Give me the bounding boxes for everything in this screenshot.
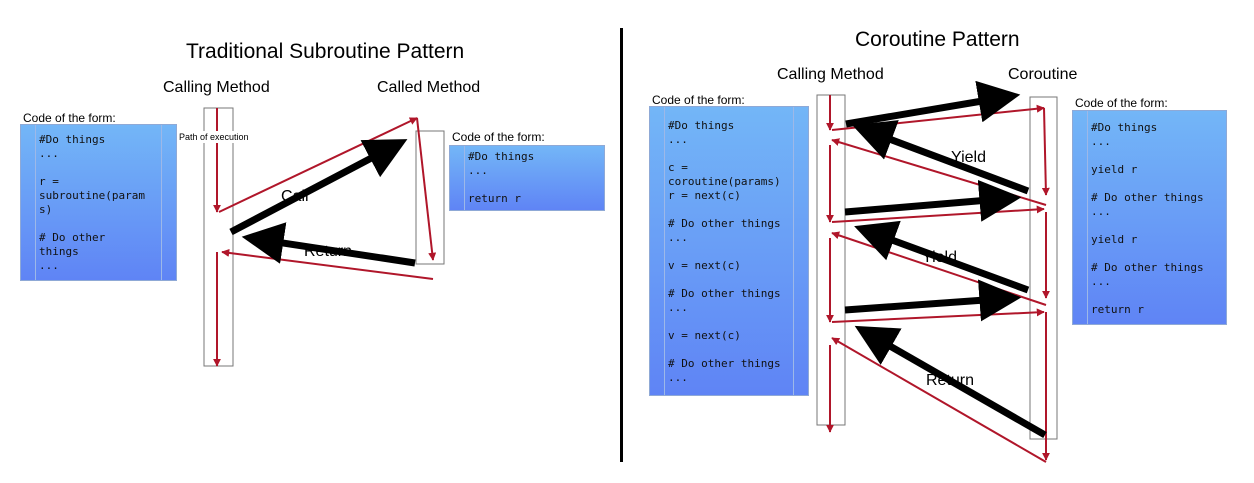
call-arrow xyxy=(229,139,408,236)
path-of-execution-label: Path of execution xyxy=(177,131,251,143)
coroutine-label: Coroutine xyxy=(1008,66,1078,83)
calling-code-box: #Do things ... r = subroutine(param s) #… xyxy=(20,124,177,281)
coroutine-lane xyxy=(1029,96,1058,440)
next-flow-3 xyxy=(831,308,1045,323)
coroutine-code: #Do things ... yield r # Do other things… xyxy=(1091,121,1204,316)
yield-flow-2 xyxy=(831,231,1047,306)
code-gutter xyxy=(650,107,665,395)
code-form-label-called: Code of the form: xyxy=(452,130,545,144)
return-label-coroutine: Return xyxy=(926,372,975,389)
yield-label-1: Yield xyxy=(951,149,986,166)
next-arrow-2 xyxy=(844,179,1022,222)
return-arrow xyxy=(241,222,416,267)
yield-label-2: Yield xyxy=(922,249,957,266)
yield-flow-1 xyxy=(831,138,1047,206)
return-arrow-coroutine xyxy=(854,325,1047,439)
return-flow-coroutine xyxy=(831,337,1047,463)
coroutine-flow-1 xyxy=(1041,107,1050,196)
code-form-label-left: Code of the form: xyxy=(23,111,116,125)
calling-method-label-coroutine: Calling Method xyxy=(777,66,884,83)
code-gutter xyxy=(793,107,808,395)
called-code: #Do things ... return r xyxy=(468,150,535,205)
coroutine-caller-code: #Do things ... c = coroutine(params) r =… xyxy=(668,119,781,384)
code-gutter xyxy=(161,125,176,280)
return-label: Return xyxy=(304,243,353,260)
called-code-box: #Do things ... return r xyxy=(449,145,605,211)
code-gutter xyxy=(21,125,36,280)
next-arrow-1 xyxy=(845,80,1021,128)
next-arrow-3 xyxy=(844,279,1022,322)
called-method-lane xyxy=(415,130,445,265)
called-method-label: Called Method xyxy=(377,79,481,96)
calling-code: #Do things ... r = subroutine(param s) #… xyxy=(39,133,145,272)
called-flow-down xyxy=(416,117,437,261)
code-gutter xyxy=(1073,111,1088,324)
coroutine-code-box: #Do things ... yield r # Do other things… xyxy=(1072,110,1227,325)
code-form-label-coroutine: Code of the form: xyxy=(1075,96,1168,110)
subroutine-title: Traditional Subroutine Pattern xyxy=(186,40,465,63)
coroutine-caller-code-box: #Do things ... c = coroutine(params) r =… xyxy=(649,106,809,396)
section-divider xyxy=(620,28,623,462)
coroutine-title: Coroutine Pattern xyxy=(855,28,1020,51)
calling-method-label: Calling Method xyxy=(163,79,270,96)
code-form-label-coroutine-caller: Code of the form: xyxy=(652,93,745,107)
code-gutter xyxy=(450,146,465,210)
calling-method-lane xyxy=(203,107,234,367)
yield-arrow-1 xyxy=(852,120,1030,195)
call-label: Call xyxy=(281,188,309,205)
call-flow xyxy=(218,117,418,213)
